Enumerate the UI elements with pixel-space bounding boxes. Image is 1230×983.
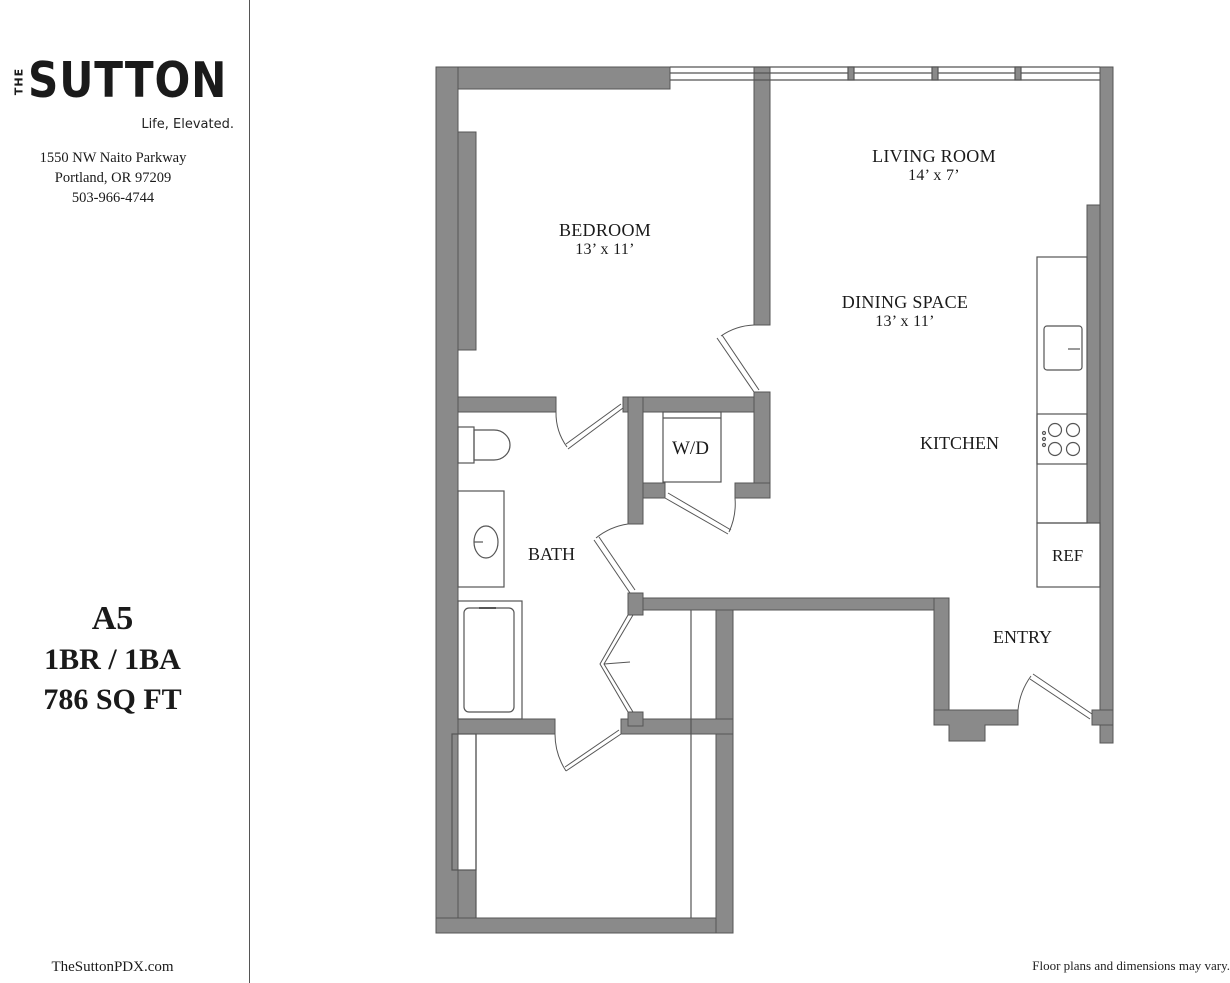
label-washer-dryer: W/D (672, 438, 709, 459)
toilet-icon (473, 429, 511, 461)
room-entry: ENTRY (993, 627, 1053, 647)
tagline: Life, Elevated. (141, 117, 234, 132)
disclaimer: Floor plans and dimensions may vary. (1032, 958, 1230, 973)
kitchen-counter (1036, 256, 1088, 524)
room-living: LIVING ROOM 14’ x 7’ (872, 146, 996, 184)
wall-laundry-left (627, 396, 644, 525)
toilet-tank (457, 426, 475, 464)
kitchen-sink-icon (1043, 325, 1083, 371)
wall-bedroom-living (753, 66, 771, 326)
wall-closet-top (620, 718, 734, 735)
refrigerator (1036, 522, 1101, 588)
wall-entry-left (933, 597, 950, 726)
unit-bed-bath: 1BR / 1BA (44, 643, 181, 676)
burner-icon (1065, 441, 1081, 457)
wall-closet-right (715, 597, 734, 934)
unit-code: A5 (91, 600, 134, 637)
unit-area: 786 SQ FT (43, 683, 182, 716)
room-bedroom: BEDROOM 13’ x 11’ (558, 220, 652, 258)
wall-kitchen-back (1086, 204, 1101, 524)
burner-icon (1047, 422, 1063, 438)
wall-laundry-top (622, 396, 771, 413)
website-link[interactable]: TheSuttonPDX.com (51, 959, 174, 975)
wall-entry-step (933, 709, 1019, 742)
address-city: Portland, OR 97209 (54, 170, 172, 186)
sutton-logo: THE SUTTON (8, 52, 240, 118)
burner-icon (1065, 422, 1081, 438)
fixtures (451, 66, 1101, 918)
wall-top-left (435, 66, 671, 90)
wall-left-column (457, 131, 477, 351)
unit-info: A5 1BR / 1BA 786 SQ FT (0, 598, 225, 720)
sidebar: THE SUTTON Life, Elevated. 1550 NW Naito… (0, 0, 250, 983)
address-phone: 503-966-4744 (71, 190, 155, 206)
wall-bath-jamb (627, 592, 644, 616)
wall-left (435, 66, 459, 934)
wall-laundry-right (753, 391, 771, 499)
wall-right (1099, 66, 1114, 744)
room-bath: BATH (528, 544, 576, 564)
room-dining: DINING SPACE 13’ x 11’ (841, 292, 969, 330)
wall-laundry-bottom-right (734, 482, 771, 499)
doors (554, 324, 1093, 772)
washer-dryer (662, 411, 722, 483)
logo-name: SUTTON (28, 52, 228, 109)
wall-bottom (435, 917, 734, 934)
address-block: 1550 NW Naito Parkway Portland, OR 97209… (0, 148, 226, 208)
bathtub-basin (463, 607, 515, 713)
walls (435, 66, 1114, 934)
wall-bedroom-bath (457, 396, 557, 413)
wall-bath-bottom (457, 718, 556, 735)
wall-closet-jamb (627, 711, 644, 727)
bathtub (457, 600, 523, 720)
wall-laundry-bottom-left (642, 482, 666, 499)
wall-entry-jamb (1091, 709, 1114, 726)
address-street: 1550 NW Naito Parkway (39, 150, 187, 166)
burner-icon (1047, 441, 1063, 457)
wall-living-bottom (642, 597, 950, 611)
room-kitchen: KITCHEN (920, 433, 999, 453)
label-refrigerator: REF (1052, 546, 1084, 565)
vanity (457, 490, 505, 588)
stove (1036, 413, 1088, 465)
